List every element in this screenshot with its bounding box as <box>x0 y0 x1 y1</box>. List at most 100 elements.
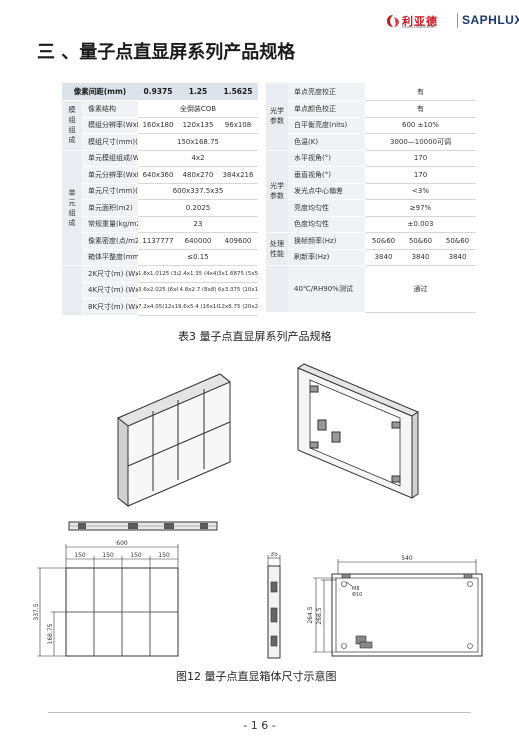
dim-height-total: 337.5 <box>33 603 40 620</box>
value-cell: 有 <box>365 100 477 118</box>
table-row: 单元面积(m2)0.2025 <box>62 199 258 217</box>
value-cell: 3840 <box>402 249 439 266</box>
value-cell: 480x270 <box>178 166 218 184</box>
row-label: 色温(K) <box>288 133 365 151</box>
value-cell: 50&60 <box>402 232 439 250</box>
value-cell: 120x135 <box>178 117 218 134</box>
table-caption: 表3 量子点直显屏系列产品规格 <box>178 330 332 343</box>
logo-mark-icon <box>387 15 399 27</box>
group-label: 光学参数 <box>266 150 288 233</box>
dim-depth: 35 <box>270 552 278 558</box>
row-label: 像素密度(点/m2) <box>82 232 138 250</box>
side-dimension-drawing: 35 <box>267 552 281 659</box>
value-cell: 50&60 <box>365 232 402 250</box>
value-cell: 7.2x4.05(12x12) <box>138 298 178 316</box>
table-row: 垂直视角(°)170 <box>266 166 477 184</box>
front-dimension-drawing: 600 150 150 150 150 337.5 168.75 <box>33 540 179 657</box>
table-row: 2K尺寸(m) (WxH)1.8x1.0125 (3x3)2.4x1.35 (4… <box>62 265 258 316</box>
table-row: 4K尺寸(m) (WxH)3.6x2.025 (6x6)4.8x2.7 (8x8… <box>62 282 258 299</box>
value-cell: 12x6.75 (20x20) <box>218 298 258 316</box>
table-row: 模组尺寸(mm)(WxH)150x168.75 <box>62 133 258 151</box>
value-cell: 4x2 <box>138 150 258 167</box>
group-label <box>62 265 82 316</box>
value-cell: 384x216 <box>218 166 258 184</box>
value-cell: 170 <box>365 166 477 184</box>
dim-back-height-2: 268.5 <box>316 607 323 624</box>
group-label: 单元组成 <box>62 150 82 266</box>
value-cell: 409600 <box>218 232 258 250</box>
table-row: 单元尺寸(mm)(WxHxD)600x337.5x35 <box>62 183 258 200</box>
row-label: 箱体平整度(mm) <box>82 249 138 266</box>
back-dimension-drawing: 540 264.5 268.5 M8 Φ10 <box>307 555 483 657</box>
value-cell: 170 <box>365 150 477 167</box>
table-row: 亮度均匀性≥97% <box>266 199 477 217</box>
value-cell: 1137777 <box>138 232 178 250</box>
group-label: 模组组成 <box>62 100 82 151</box>
row-label: 模组尺寸(mm)(WxH) <box>82 133 138 151</box>
logo-divider <box>457 13 458 28</box>
dim-module-width-2: 150 <box>102 552 114 559</box>
row-label: 单点亮度校正 <box>288 83 365 101</box>
value-cell: 有 <box>365 83 477 101</box>
row-label: 单元尺寸(mm)(WxHxD) <box>82 183 138 200</box>
hole-label-phi10: Φ10 <box>352 592 362 598</box>
page-title: 三 、量子点直显屏系列产品规格 <box>37 42 296 63</box>
value-cell: 4.8x2.7 (8x8) <box>178 282 218 299</box>
table-row: 色温(K)3000—10000可调 <box>266 133 477 151</box>
dim-module-width-3: 150 <box>130 552 142 559</box>
value-cell: 640000 <box>178 232 218 250</box>
value-cell: 3000—10000可调 <box>365 133 477 151</box>
row-label: 单元模组组成(WxH) <box>82 150 138 167</box>
page-number: - 1 6 - <box>243 719 276 732</box>
value-cell: 50&60 <box>439 232 477 250</box>
dim-module-width-4: 150 <box>158 552 170 559</box>
value-cell: 600 ±10% <box>365 117 477 134</box>
brand-logo: SAPHLUX <box>462 13 519 27</box>
row-label: 4K尺寸(m) (WxH) <box>82 282 138 299</box>
dim-height-half: 168.75 <box>47 623 54 644</box>
group-label: 光学参数 <box>266 83 288 151</box>
logo-en-text: ELIASTANDREAD <box>402 25 436 29</box>
row-label: 常规重量(kg/m2) <box>82 216 138 233</box>
table-row: 色度均匀性±0.003 <box>266 216 477 233</box>
row-label: 模组分辨率(WxH) <box>82 117 138 134</box>
spec-table-right: 光学参数单点亮度校正有单点颜色校正有白平衡亮度(nits)600 ±10%色温(… <box>266 83 477 313</box>
row-label: 水平视角(°) <box>288 150 365 167</box>
figure-caption: 图12 量子点直显箱体尺寸示意图 <box>176 670 337 683</box>
dim-back-width: 540 <box>401 555 413 562</box>
value-cell: 3840 <box>439 249 477 266</box>
row-label: 40℃/RH90%测试 <box>288 265 365 313</box>
group-label <box>266 265 288 313</box>
dim-width-600: 600 <box>116 540 128 547</box>
row-label: 单元面积(m2) <box>82 199 138 217</box>
row-label: 刷新率(Hz) <box>288 249 365 266</box>
table-row: 白平衡亮度(nits)600 ±10% <box>266 117 477 134</box>
table-row: 模组组成像素结构全倒装COB <box>62 100 258 151</box>
group-label: 处理性能 <box>266 232 288 266</box>
table-row: 常规重量(kg/m2)23 <box>62 216 258 233</box>
value-cell: 全倒装COB <box>138 100 258 118</box>
value-cell: 3840 <box>365 249 402 266</box>
row-label: 8K尺寸(m) (WxH) <box>82 298 138 316</box>
table-row: 光学参数单点亮度校正有 <box>266 83 477 151</box>
footer-divider <box>48 712 471 713</box>
value-cell: 640x360 <box>138 166 178 184</box>
value-cell: 0.2025 <box>138 199 258 217</box>
table-row: 箱体平整度(mm)≤0.15 <box>62 249 258 266</box>
value-cell: 3.6x2.025 (6x6) <box>138 282 178 299</box>
value-cell: 96x108 <box>218 117 258 134</box>
value-cell: 600x337.5x35 <box>138 183 258 200</box>
table-row: 光学参数水平视角(°)170 <box>266 150 477 233</box>
dim-back-height-1: 264.5 <box>307 606 314 623</box>
dim-module-width-1: 150 <box>74 552 86 559</box>
value-cell: 150x168.75 <box>138 133 258 151</box>
value-cell: 2.4x1.35 (4x4) <box>178 265 218 283</box>
table-row: 8K尺寸(m) (WxH)7.2x4.05(12x12)9.6x5.4 (16x… <box>62 298 258 316</box>
